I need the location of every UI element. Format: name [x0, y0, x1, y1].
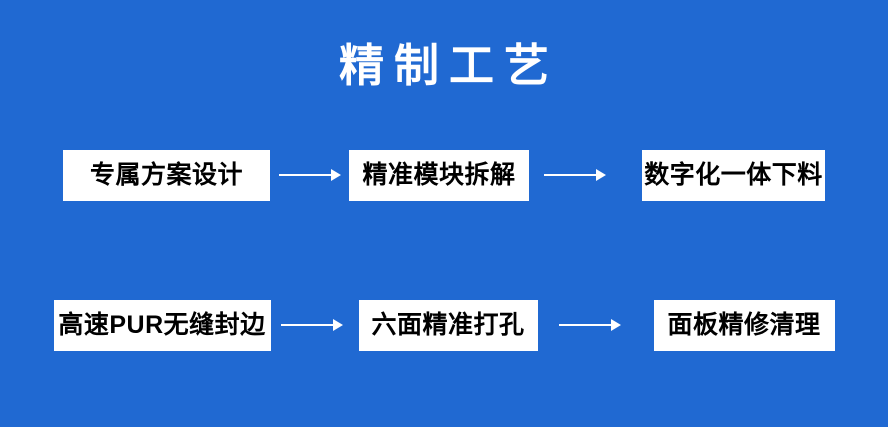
- arrow-head: [332, 319, 343, 331]
- process-step-label: 精准模块拆解: [362, 161, 516, 189]
- process-step-box[interactable]: 面板精修清理: [653, 299, 835, 351]
- process-step-label: 专属方案设计: [89, 161, 243, 189]
- process-step-label: 高速PUR无缝封边: [58, 311, 266, 339]
- process-step-label: 面板精修清理: [667, 311, 821, 339]
- arrow-head: [596, 169, 606, 181]
- process-step-box[interactable]: 数字化一体下料: [642, 149, 825, 201]
- arrow-right-icon: [279, 168, 341, 182]
- process-step-box[interactable]: 高速PUR无缝封边: [53, 299, 271, 351]
- arrow-right-icon: [280, 318, 343, 332]
- page-title: 精制工艺: [338, 40, 559, 91]
- process-step-box[interactable]: 专属方案设计: [63, 149, 270, 201]
- arrow-right-icon: [558, 318, 621, 332]
- process-step-box[interactable]: 六面精准打孔: [358, 299, 538, 351]
- process-step-label: 数字化一体下料: [644, 161, 823, 189]
- arrow-right-icon: [544, 168, 606, 182]
- arrow-shaft: [280, 324, 337, 326]
- arrow-head: [331, 169, 341, 181]
- arrow-shaft: [544, 174, 600, 176]
- arrow-shaft: [558, 324, 615, 326]
- arrow-head: [610, 319, 621, 331]
- arrow-shaft: [279, 174, 335, 176]
- process-flow-row-1: 专属方案设计 精准模块拆解 数字化一体下料: [0, 149, 888, 201]
- process-flow-row-2: 高速PUR无缝封边 六面精准打孔 面板精修清理: [0, 299, 888, 351]
- process-step-label: 六面精准打孔: [371, 311, 525, 339]
- process-step-box[interactable]: 精准模块拆解: [349, 149, 529, 201]
